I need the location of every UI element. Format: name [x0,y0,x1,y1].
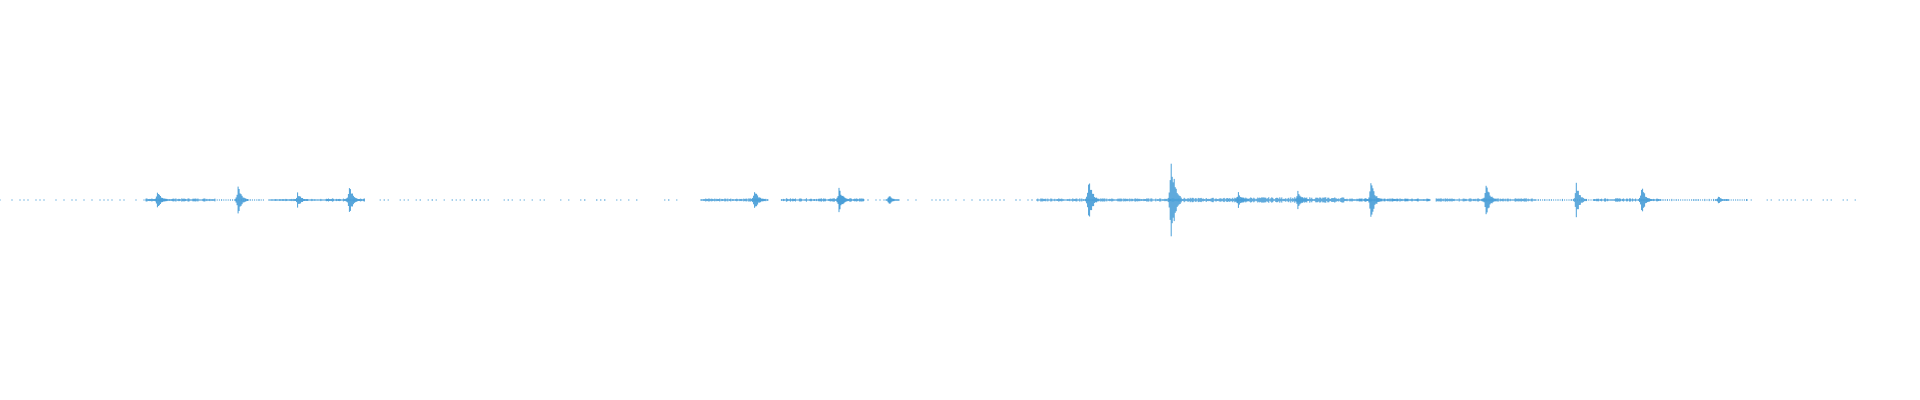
waveform-trace [0,163,1856,237]
